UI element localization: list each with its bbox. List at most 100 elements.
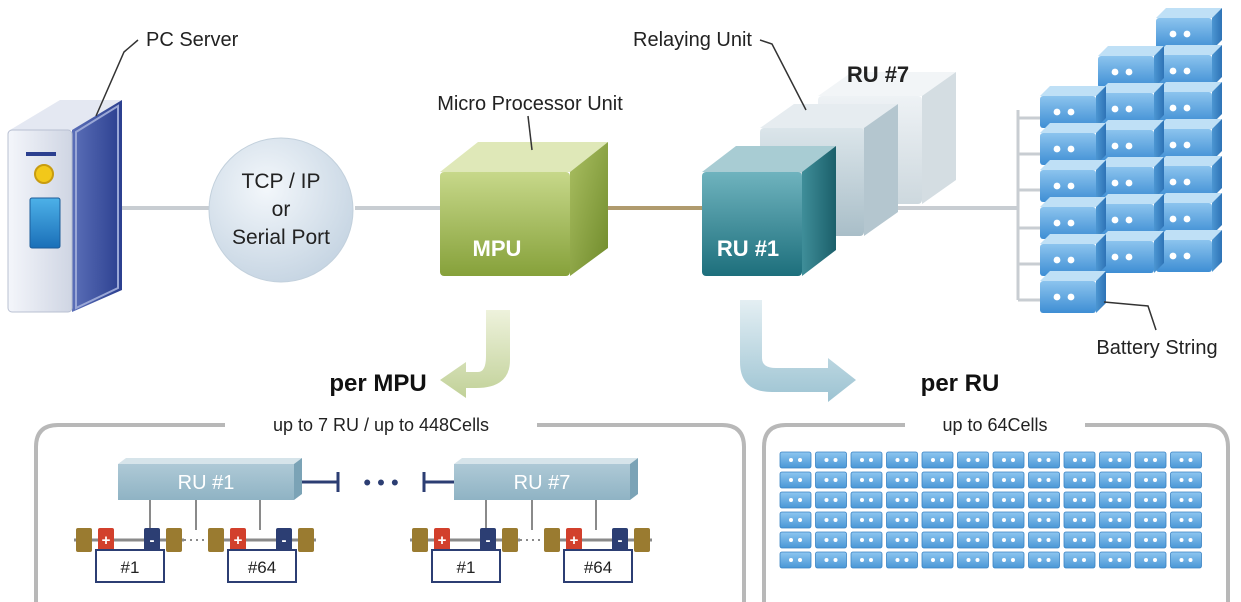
battery-cell-icon — [1156, 45, 1222, 87]
ru-stack: RU #1 — [702, 72, 956, 276]
battery-cell-icon — [1170, 451, 1202, 469]
battery-cell-icon — [815, 471, 847, 489]
terminal-connector-icon — [502, 528, 518, 552]
terminal-plus-icon: + — [566, 528, 582, 552]
svg-text:-: - — [618, 532, 623, 549]
comm-interface-circle: TCP / IP or Serial Port — [208, 137, 354, 283]
battery-cell-icon — [1170, 511, 1202, 529]
terminal-minus-icon: - — [612, 528, 628, 552]
cell-label-box-first: #1 — [95, 549, 165, 583]
micro-processor-unit-label: Micro Processor Unit — [437, 93, 623, 115]
battery-cell-icon — [1099, 491, 1131, 509]
battery-cell-icon — [1063, 551, 1096, 569]
terminal-minus-icon: - — [276, 528, 292, 552]
pc-server-label: PC Server — [146, 29, 239, 51]
battery-cell-icon — [886, 451, 918, 469]
svg-text:-: - — [282, 532, 287, 549]
pc-server-callout — [95, 39, 139, 117]
relaying-unit-label: Relaying Unit — [633, 29, 752, 51]
comm-line1: TCP / IP — [242, 170, 321, 193]
battery-cell-icon — [886, 511, 918, 529]
battery-cell-icon — [1063, 471, 1096, 489]
battery-cell-icon — [815, 491, 847, 509]
svg-text:-: - — [150, 532, 155, 549]
battery-cell-icon — [1156, 193, 1222, 235]
battery-cell-icon — [1134, 451, 1167, 469]
per-ru-caption: up to 64Cells — [942, 415, 1047, 435]
battery-cell-icon — [921, 531, 954, 549]
per-ru-panel: up to 64Cells — [762, 415, 1230, 602]
battery-cell-icon — [850, 511, 883, 529]
battery-cell-icon — [850, 471, 883, 489]
comm-line2: or — [272, 198, 291, 221]
ru-ellipsis: • • • — [363, 470, 398, 495]
battery-cell-icon — [1040, 271, 1106, 313]
battery-cell-icon — [1156, 156, 1222, 198]
battery-cell-icon — [886, 491, 918, 509]
mpu-label: MPU — [473, 236, 522, 261]
battery-cell-icon — [1028, 471, 1060, 489]
ru-box-last: RU #7 — [454, 458, 638, 500]
battery-cell-icon — [886, 471, 918, 489]
battery-cell-icon — [1098, 231, 1164, 273]
battery-cell-icon — [1040, 234, 1106, 276]
terminal-connector-icon — [208, 528, 224, 552]
battery-cell-icon — [1134, 471, 1167, 489]
terminal-plus-icon: + — [98, 528, 114, 552]
battery-cell-icon — [992, 511, 1025, 529]
per-ru-heading: per RU — [921, 370, 1000, 397]
battery-cell-icon — [850, 531, 883, 549]
battery-cell-icon — [815, 451, 847, 469]
ru-last-label: RU #7 — [847, 62, 909, 87]
per-mpu-caption: up to 7 RU / up to 448Cells — [273, 415, 489, 435]
cell-first-label: #1 — [457, 558, 476, 577]
svg-text:-: - — [486, 532, 491, 549]
battery-cell-icon — [921, 491, 954, 509]
terminal-minus-icon: - — [480, 528, 496, 552]
battery-cell-icon — [992, 491, 1025, 509]
battery-cell-icon — [1156, 119, 1222, 161]
battery-cell-icon — [1040, 123, 1106, 165]
svg-text:+: + — [234, 532, 243, 549]
battery-cell-icon — [815, 551, 847, 569]
cell-chain-ru-last: +-+-#1#64 — [410, 500, 652, 583]
ru-box-last-label: RU #7 — [514, 472, 571, 494]
battery-cell-icon — [815, 511, 847, 529]
cell-last-label: #64 — [248, 558, 276, 577]
battery-cell-icon — [815, 531, 847, 549]
terminal-plus-icon: + — [434, 528, 450, 552]
battery-cell-icon — [1099, 551, 1131, 569]
ru-box-first: RU #1 — [118, 458, 302, 500]
battery-string-label: Battery String — [1096, 337, 1217, 359]
svg-text:+: + — [102, 532, 111, 549]
battery-cell-icon — [1098, 194, 1164, 236]
cell-label-box-last: #64 — [227, 549, 297, 583]
terminal-connector-icon — [412, 528, 428, 552]
battery-cell-icon — [779, 471, 812, 489]
battery-cell-icon — [1098, 46, 1164, 88]
battery-cell-icon — [886, 551, 918, 569]
battery-cell-icon — [1063, 531, 1096, 549]
battery-cell-icon — [1170, 471, 1202, 489]
battery-cell-icon — [957, 531, 989, 549]
mpu-cube: MPU — [440, 142, 608, 276]
battery-cell-icon — [1028, 451, 1060, 469]
battery-cell-icon — [957, 491, 989, 509]
terminal-connector-icon — [76, 528, 92, 552]
comm-line3: Serial Port — [232, 226, 330, 249]
battery-cell-icon — [1063, 491, 1096, 509]
battery-cell-icon — [1063, 451, 1096, 469]
battery-cell-icon — [1028, 491, 1060, 509]
terminal-minus-icon: - — [144, 528, 160, 552]
battery-cell-icon — [1134, 531, 1167, 549]
cell-last-label: #64 — [584, 558, 612, 577]
battery-cell-icon — [1134, 491, 1167, 509]
battery-cell-icon — [1170, 551, 1202, 569]
battery-cell-icon — [1170, 491, 1202, 509]
mpu-callout — [527, 115, 533, 151]
battery-cell-icon — [1098, 83, 1164, 125]
battery-cell-icon — [921, 471, 954, 489]
battery-cell-icon — [1099, 511, 1131, 529]
battery-cell-icon — [1028, 531, 1060, 549]
battery-cell-icon — [850, 451, 883, 469]
